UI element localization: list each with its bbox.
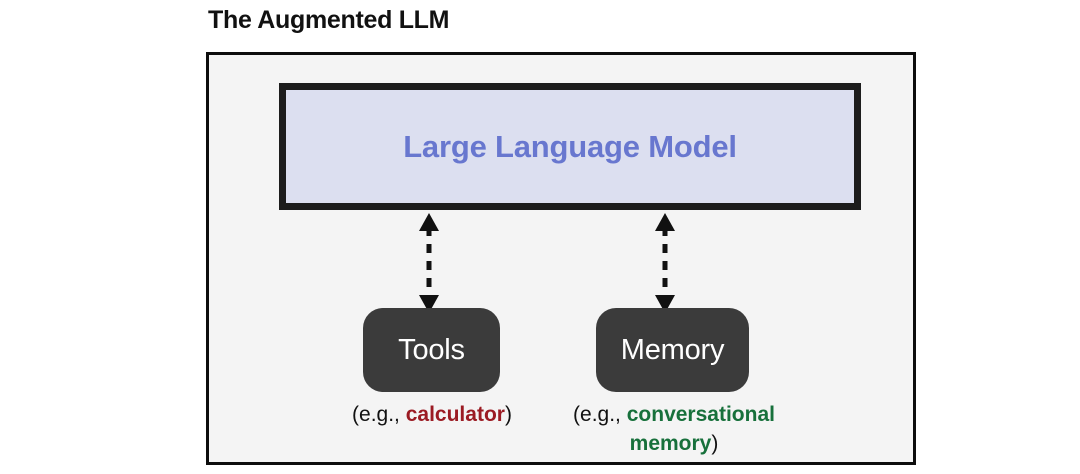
example-suffix: ) xyxy=(504,403,512,426)
capability-node-memory-label: Memory xyxy=(620,333,725,366)
capability-example-tools: (e.g., calculator) xyxy=(313,400,551,429)
llm-node: Large Language Model xyxy=(279,83,861,210)
capability-node-tools: Tools xyxy=(363,308,500,392)
example-prefix: (e.g., xyxy=(352,403,406,426)
capability-example-memory: (e.g., conversational memory) xyxy=(543,400,805,458)
example-suffix: ) xyxy=(711,432,719,455)
example-prefix: (e.g., xyxy=(573,403,627,426)
example-highlight: calculator xyxy=(405,403,505,426)
llm-node-label: Large Language Model xyxy=(403,128,737,164)
connector-llm-memory-icon xyxy=(655,213,675,313)
capability-node-memory: Memory xyxy=(596,308,749,392)
example-highlight: conversational memory xyxy=(626,403,775,455)
page-title: The Augmented LLM xyxy=(208,6,450,34)
connector-llm-tools-icon xyxy=(419,213,439,313)
diagram-container: Large Language Model Tools Memory (e.g.,… xyxy=(206,52,916,465)
capability-node-tools-label: Tools xyxy=(398,333,465,366)
